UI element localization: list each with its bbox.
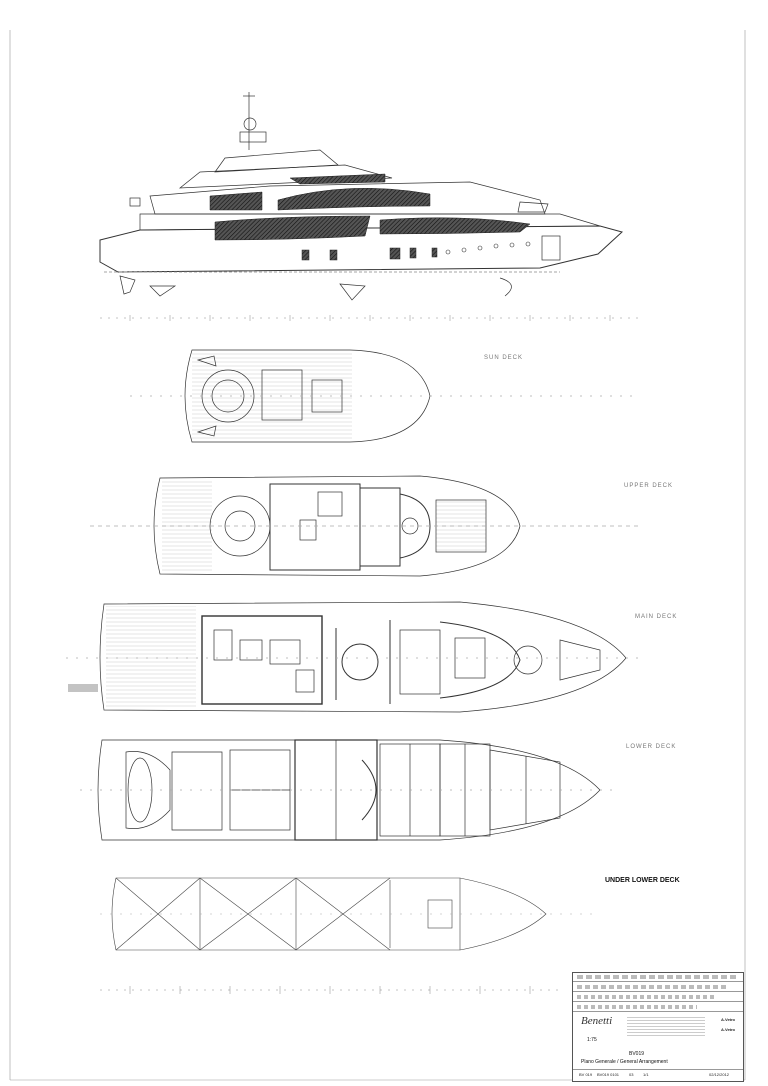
sun-deck-plan xyxy=(130,349,640,443)
frame-ruler-profile xyxy=(100,315,640,321)
label-sun-deck: SUN DECK xyxy=(484,355,524,361)
title-block-fine-print xyxy=(577,1005,697,1009)
signature: A.Vetro xyxy=(721,1027,736,1032)
title-block-fine-print xyxy=(577,995,717,999)
main-deck-plan xyxy=(66,601,640,713)
project-code: BV019 xyxy=(629,1051,645,1057)
title-block: Benetti 1:75 BV019 Plano Generale / Gene… xyxy=(572,972,744,1082)
label-main-deck: MAIN DECK xyxy=(635,614,678,620)
title-block-fine-print xyxy=(577,985,727,989)
portholes xyxy=(445,241,531,255)
frame-ruler-bottom xyxy=(100,986,560,994)
title-block-fine-print xyxy=(577,975,737,979)
sheet-border xyxy=(9,30,746,1081)
upper-deck-plan xyxy=(90,475,640,577)
legal-notice-text xyxy=(627,1017,705,1037)
lower-deck-plan xyxy=(80,739,620,841)
profile-windows xyxy=(209,173,531,261)
benetti-logo: Benetti xyxy=(581,1015,613,1027)
signature: A.Vetro xyxy=(721,1017,736,1022)
footer-cell: 02/12/2012 xyxy=(709,1072,730,1077)
footer-cell: 03 xyxy=(629,1072,634,1077)
footer-cell: BV019 0101 xyxy=(597,1072,620,1077)
label-upper-deck: UPPER DECK xyxy=(624,483,674,489)
scale-value: 1:75 xyxy=(587,1037,597,1043)
under-lower-deck-plan xyxy=(100,877,600,951)
label-under-lower-deck: UNDER LOWER DECK xyxy=(605,877,680,884)
footer-cell: BV 019 xyxy=(579,1072,593,1077)
label-lower-deck: LOWER DECK xyxy=(626,744,677,750)
drawing-title: Plano Generale / General Arrangement xyxy=(581,1059,668,1065)
footer-cell: 1/1 xyxy=(643,1072,649,1077)
